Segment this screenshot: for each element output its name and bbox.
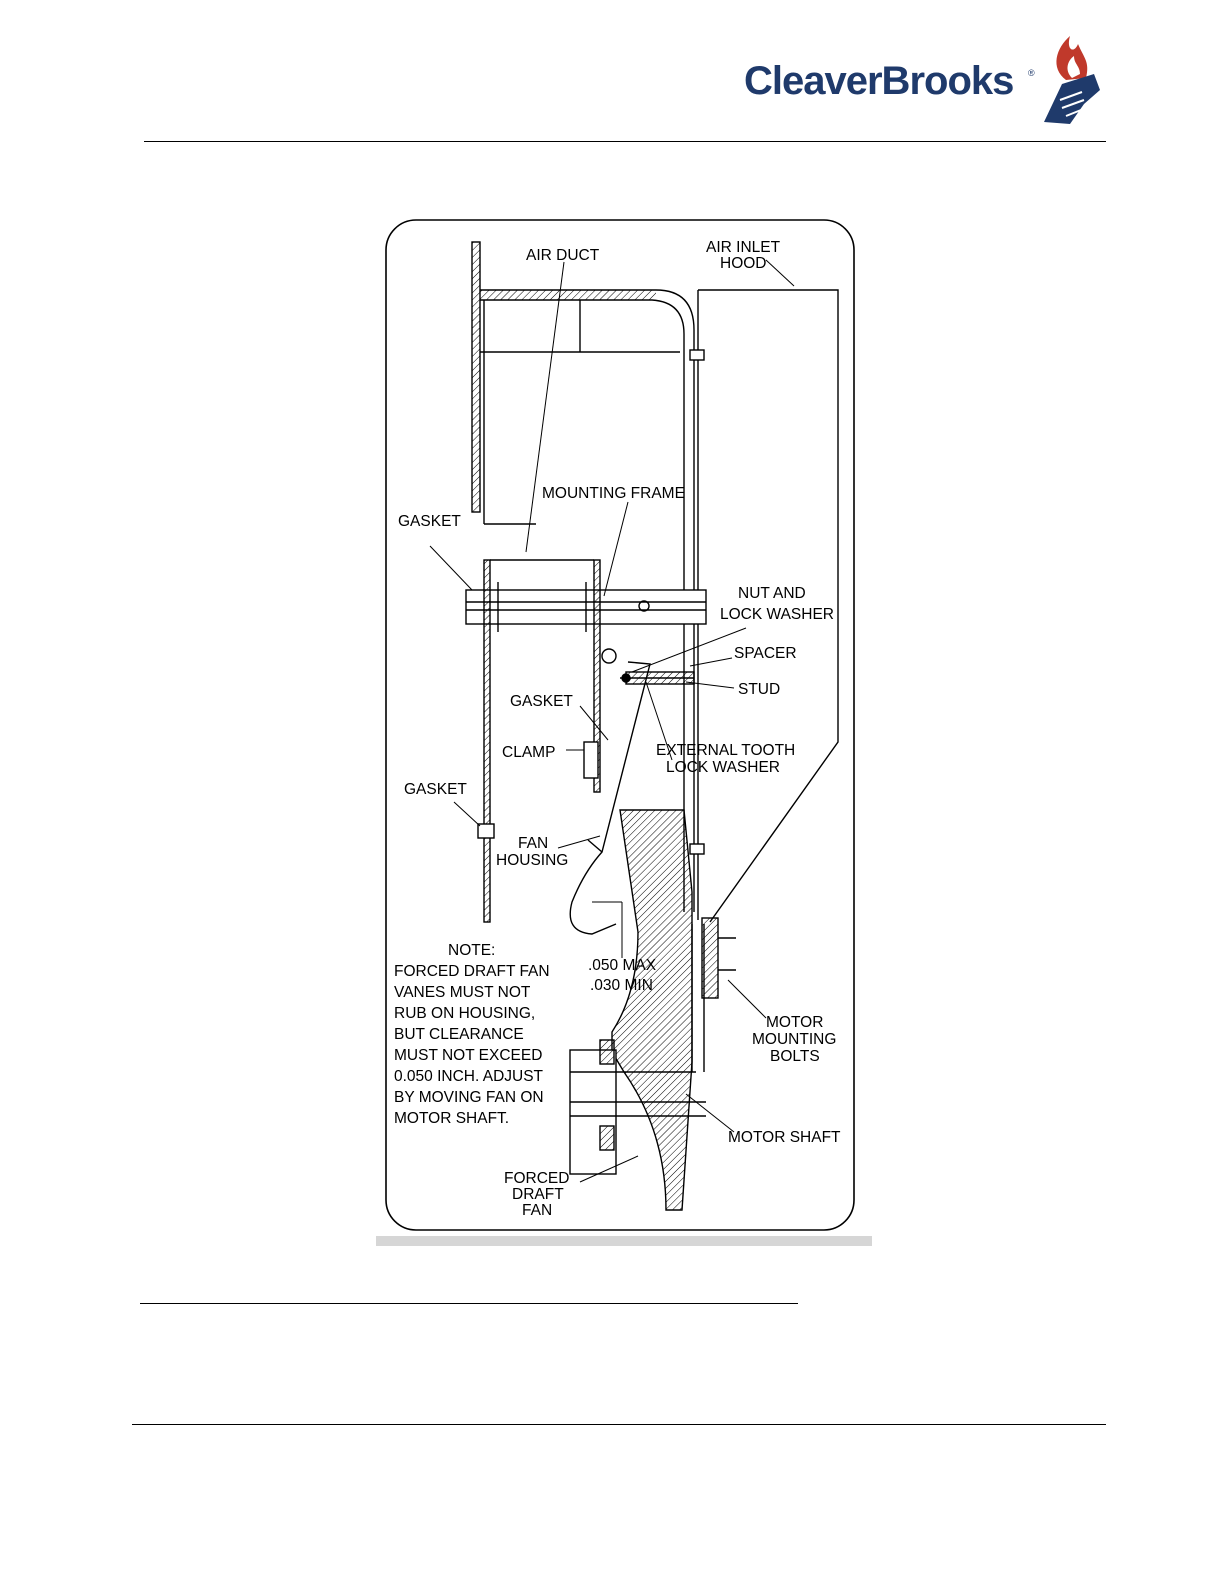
leader-lines: [429, 259, 795, 1183]
figure-bottom-strip: [376, 1236, 872, 1246]
lever-arm: [569, 661, 651, 935]
label-forced: FORCED: [504, 1170, 569, 1187]
label-spacer: SPACER: [734, 645, 797, 662]
note-line-3: RUB ON HOUSING,: [394, 1005, 535, 1022]
label-clearance-min: .030 MIN: [590, 977, 653, 994]
label-motor-shaft: MOTOR SHAFT: [728, 1129, 841, 1146]
note-line-1: FORCED DRAFT FAN: [394, 963, 550, 980]
svg-text:®: ®: [1028, 68, 1035, 78]
fan-housing-walls: [477, 559, 601, 923]
label-air-inlet-hood: AIR INLET: [706, 239, 781, 256]
air-duct: [471, 241, 695, 912]
stud-assembly: [620, 671, 695, 685]
header-rule: [144, 141, 1106, 142]
figure-frame: [385, 219, 855, 1231]
label-air-duct: AIR DUCT: [526, 247, 600, 264]
note-line-6: 0.050 INCH. ADJUST: [394, 1068, 544, 1085]
label-stud: STUD: [738, 681, 780, 698]
label-nut-and: NUT AND: [738, 585, 806, 602]
label-clamp: CLAMP: [502, 744, 555, 761]
diagram-labels: AIR DUCT AIR INLET HOOD MOUNTING FRAME G…: [394, 239, 841, 1219]
label-external-tooth: EXTERNAL TOOTH: [656, 742, 795, 759]
note-line-2: VANES MUST NOT: [394, 984, 531, 1001]
label-bolts: BOLTS: [770, 1048, 820, 1065]
label-mounting: MOUNTING: [752, 1031, 836, 1048]
label-gasket-mid: GASKET: [510, 693, 573, 710]
label-gasket-top: GASKET: [398, 513, 461, 530]
label-clearance-max: .050 MAX: [588, 957, 657, 974]
label-motor: MOTOR: [766, 1014, 823, 1031]
label-fan: FAN: [518, 835, 548, 852]
label-draft: DRAFT: [512, 1186, 564, 1203]
label-external-tooth-2: LOCK WASHER: [666, 759, 780, 776]
footer-rule: [132, 1424, 1106, 1425]
label-mounting-frame: MOUNTING FRAME: [542, 485, 685, 502]
flame-hand-icon: [1044, 36, 1100, 124]
label-housing: HOUSING: [496, 852, 568, 869]
note-line-8: MOTOR SHAFT.: [394, 1110, 509, 1127]
caption-rule: [140, 1303, 798, 1304]
note-line-5: MUST NOT EXCEED: [394, 1047, 542, 1064]
forced-draft-fan: [569, 809, 706, 1211]
label-air-inlet-hood-2: HOOD: [720, 255, 767, 272]
label-gasket-low: GASKET: [404, 781, 467, 798]
note-line-7: BY MOVING FAN ON: [394, 1089, 544, 1106]
logo-text: CleaverBrooks: [744, 59, 1013, 103]
note-title: NOTE:: [448, 942, 495, 959]
fan-assembly-diagram: AIR DUCT AIR INLET HOOD MOUNTING FRAME G…: [376, 219, 872, 1246]
mounting-frame: [465, 582, 707, 664]
cleaver-brooks-logo: CleaverBrooks ®: [744, 36, 1100, 124]
note-line-4: BUT CLEARANCE: [394, 1026, 524, 1043]
label-fan-bottom: FAN: [522, 1202, 552, 1219]
motor-mount: [691, 917, 736, 1072]
label-lock-washer: LOCK WASHER: [720, 606, 834, 623]
